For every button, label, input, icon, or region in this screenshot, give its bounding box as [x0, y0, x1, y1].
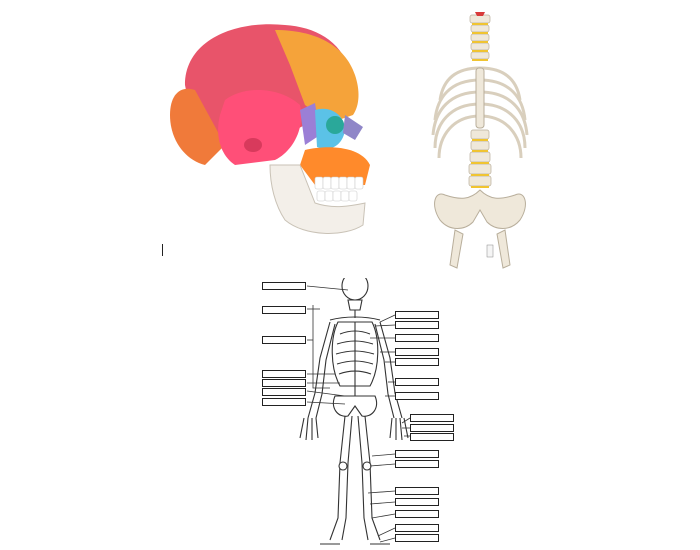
blank-label-left-6[interactable] — [262, 388, 306, 396]
blank-label-right-7[interactable] — [395, 392, 439, 400]
text-cursor-icon — [162, 244, 163, 256]
blank-label-right-6[interactable] — [395, 378, 439, 386]
blank-label-skull[interactable] — [262, 282, 306, 290]
blank-label-left-2[interactable] — [262, 306, 306, 314]
blank-label-left-5[interactable] — [262, 379, 306, 387]
blank-label-right-13[interactable] — [395, 487, 439, 495]
blank-label-right-16[interactable] — [395, 524, 439, 532]
blank-label-right-2[interactable] — [395, 321, 439, 329]
blank-label-left-7[interactable] — [262, 398, 306, 406]
skull-illustration — [165, 15, 380, 240]
blank-label-right-15[interactable] — [395, 510, 439, 518]
blank-label-right-4[interactable] — [395, 348, 439, 356]
blank-label-left-3[interactable] — [262, 336, 306, 344]
blank-label-right-3[interactable] — [395, 334, 439, 342]
blank-label-left-4[interactable] — [262, 370, 306, 378]
blank-label-right-5[interactable] — [395, 358, 439, 366]
blank-label-right-14[interactable] — [395, 498, 439, 506]
skeleton-label-diagram — [180, 278, 530, 550]
blank-label-right-9[interactable] — [410, 424, 454, 432]
blank-label-right-17[interactable] — [395, 534, 439, 542]
blank-label-right-12[interactable] — [395, 460, 439, 468]
blank-label-right-11[interactable] — [395, 450, 439, 458]
blank-label-right-8[interactable] — [410, 414, 454, 422]
spine-ribcage-model — [425, 10, 535, 272]
blank-label-right-1[interactable] — [395, 311, 439, 319]
blank-label-right-10[interactable] — [410, 433, 454, 441]
